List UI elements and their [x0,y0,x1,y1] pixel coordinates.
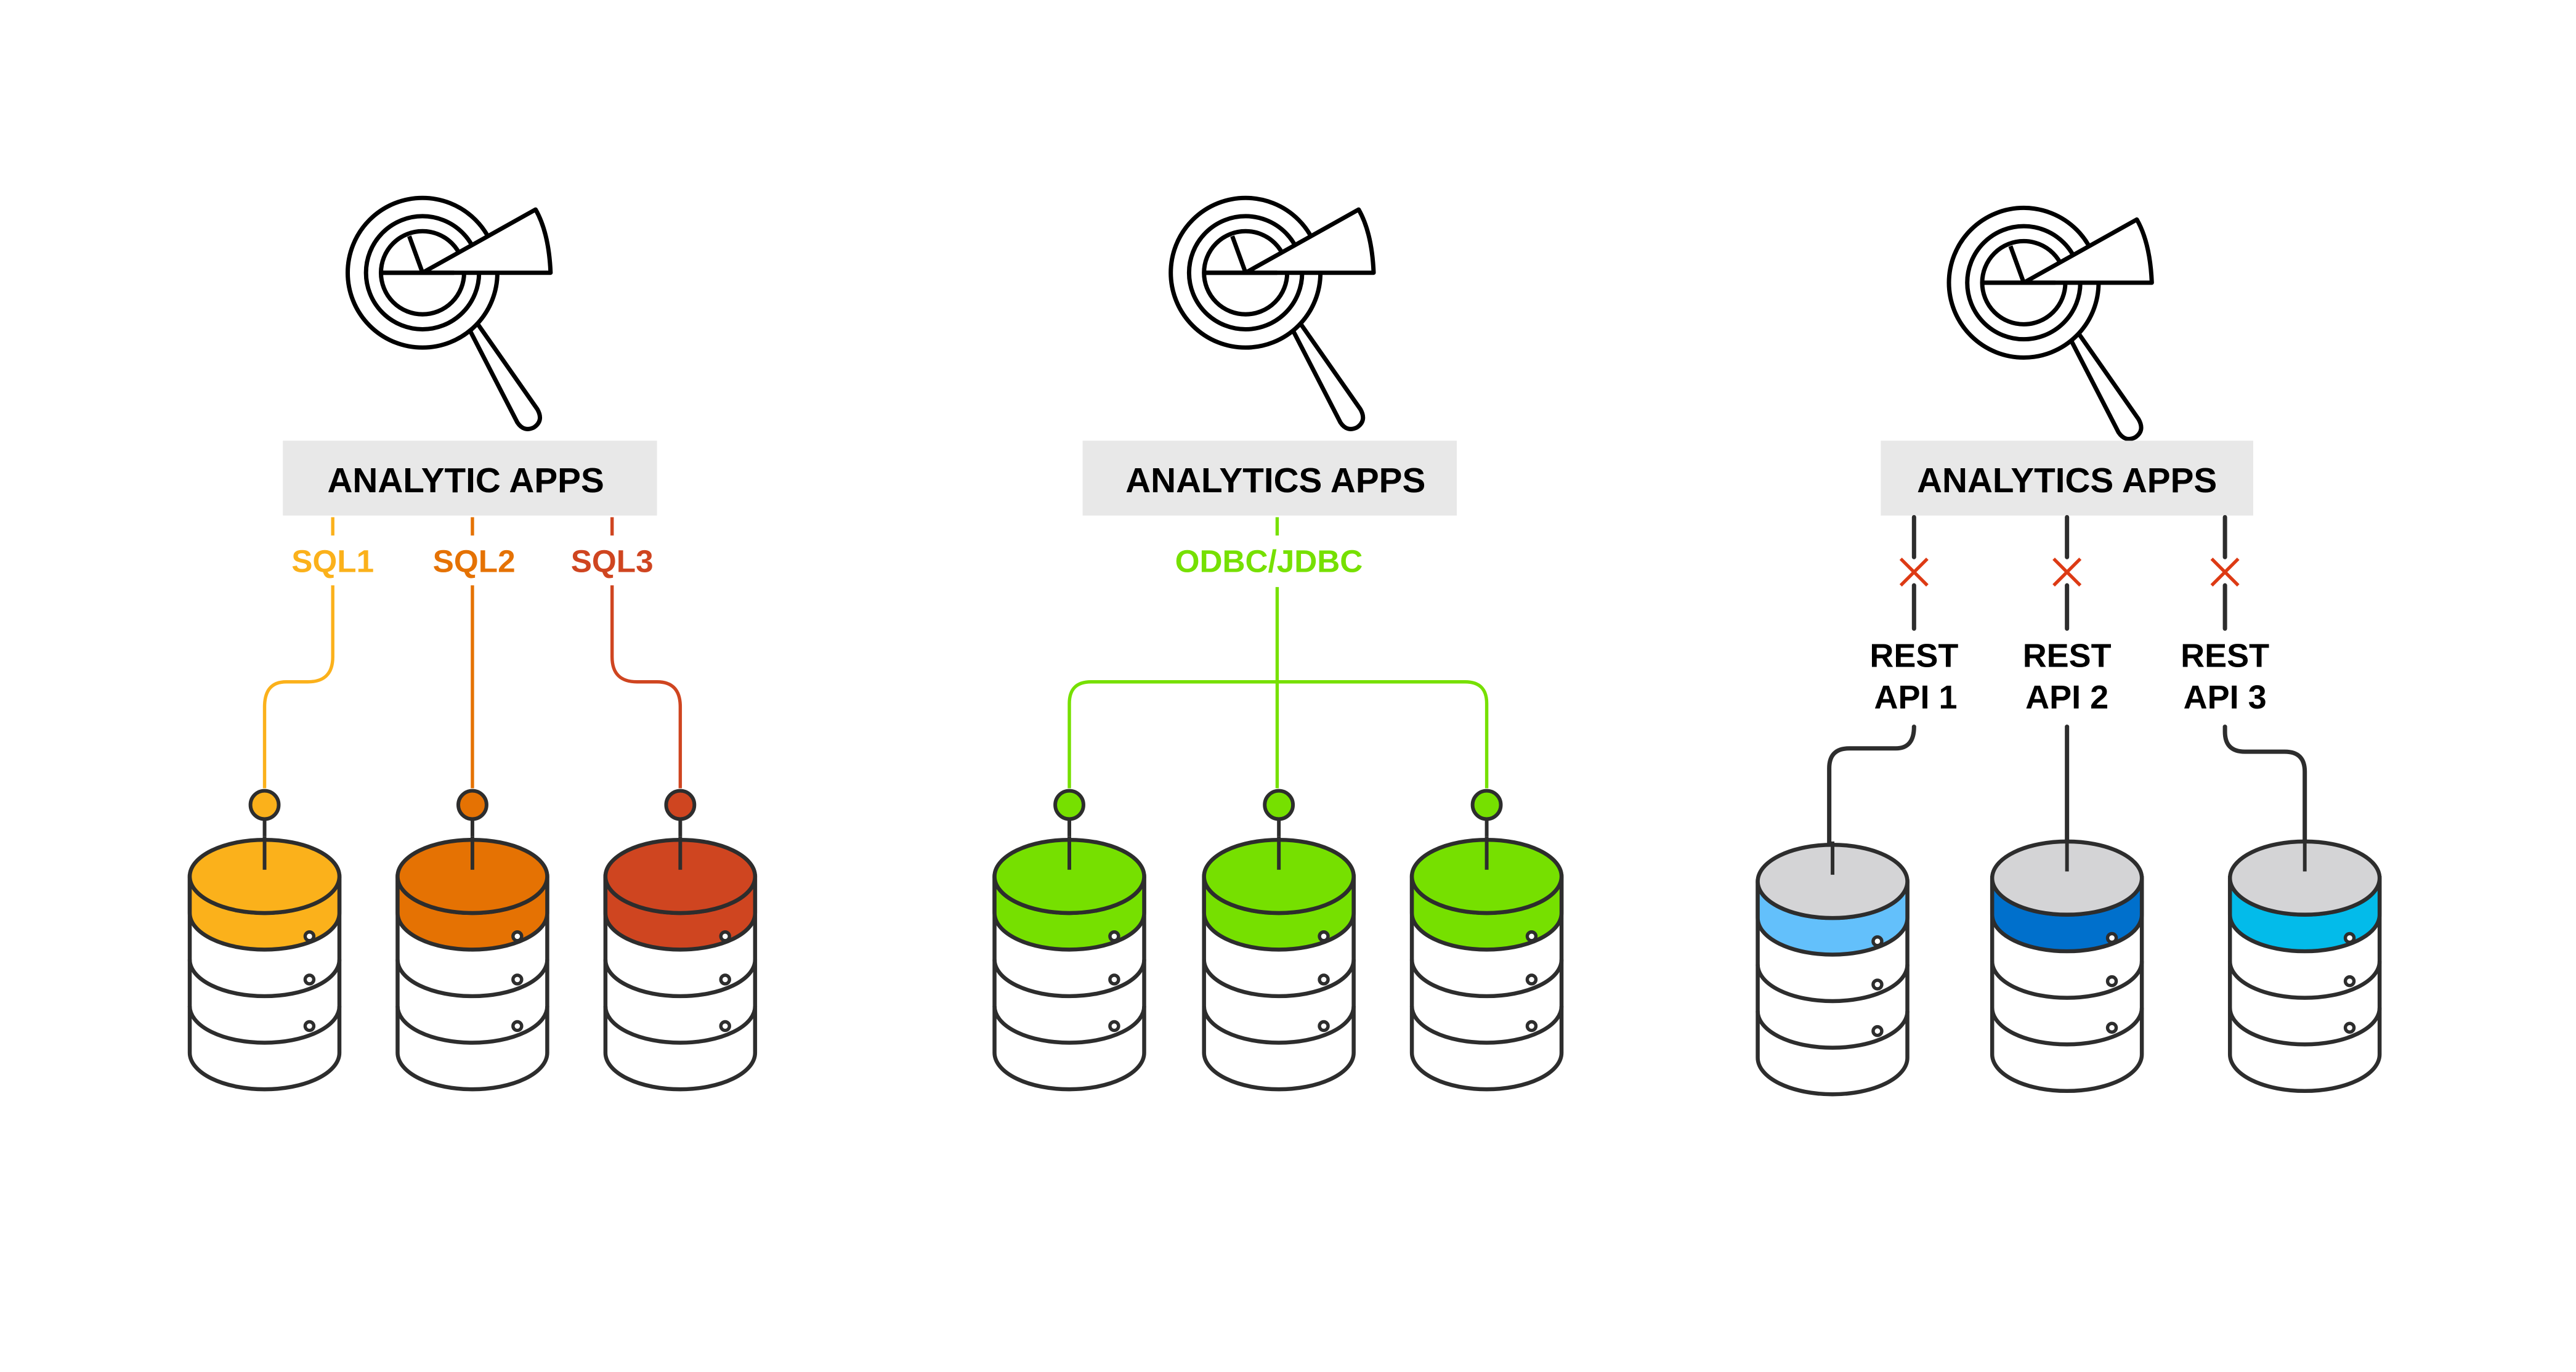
database-indicator-icon [1871,978,1884,991]
analytics-apps-box[interactable] [1082,440,1457,516]
rest-api-3-label-line2: API 3 [2184,679,2267,716]
database-indicator-icon [2105,932,2118,944]
database-indicator-icon [1108,930,1120,943]
database-segment-line [2227,961,2382,1000]
sql1-connector-line [262,517,334,789]
analytics-apps-label: ANALYTICS APPS [1125,461,1425,500]
database-segment-line [603,959,758,999]
database-indicator-icon [303,973,316,986]
analytic-apps-label: ANALYTIC APPS [328,461,604,500]
connector-pin-icon [1053,789,1085,821]
database-indicator-icon [719,973,731,986]
blocked-x-icon [2210,558,2240,587]
database-sql2[interactable] [395,789,549,1092]
database-indicator-icon [2105,975,2118,988]
database-segment-line [1756,1011,1910,1050]
rest-api-2-label-line1: REST [2023,637,2112,674]
database-indicator-icon [511,973,524,986]
database-indicator-icon [1108,973,1120,986]
panel-odbc-jdbc: ANALYTICS APPS ODBC/JDBC [992,198,1564,1092]
database-indicator-icon [1108,1020,1120,1033]
database-indicator-icon [1318,930,1330,943]
database-odbc-3[interactable] [1409,789,1564,1092]
database-segment-line [1409,1006,1564,1045]
sql3-label: SQL3 [571,544,654,579]
analytics-apps-box[interactable] [1881,440,2253,516]
database-indicator-icon [511,930,524,943]
database-indicator-icon [2343,975,2356,988]
connector-pin-icon [1263,789,1295,821]
database-segment-line [1202,1006,1356,1045]
odbc-jdbc-connector-line [1067,517,1489,789]
connector-pin-icon [248,789,281,821]
database-rest-1[interactable] [1756,841,1910,1097]
analytics-magnifier-icon [347,198,550,429]
database-indicator-icon [303,1020,316,1033]
connector-pin-icon [456,789,488,821]
odbc-jdbc-label: ODBC/JDBC [1175,544,1363,579]
database-indicator-icon [719,1020,731,1033]
database-indicator-icon [1871,1025,1884,1037]
database-segment-line [603,1006,758,1045]
database-indicator-icon [511,1020,524,1033]
database-rest-2[interactable] [1990,838,2144,1094]
database-segment-line [395,1006,549,1045]
sql3-connector-line [610,517,682,789]
database-rest-3[interactable] [2227,838,2382,1094]
sql2-label: SQL2 [433,544,516,579]
panel-rest-api: ANALYTICS APPS REST API 1 REST API 2 RES… [1756,208,2382,1097]
database-segment-line [395,959,549,999]
database-segment-line [187,959,342,999]
database-indicator-icon [2105,1021,2118,1034]
rest-api-1-label-line2: API 1 [1874,679,1958,716]
database-indicator-icon [303,930,316,943]
database-segment-line [187,1006,342,1045]
database-segment-line [1990,961,2144,1000]
database-indicator-icon [1318,973,1330,986]
database-segment-line [1756,964,1910,1004]
rest-api-2-label-line2: API 2 [2025,679,2108,716]
database-sql3[interactable] [603,789,758,1092]
rest-api-1-lower-line [1827,725,1916,875]
blocked-x-icon [2052,558,2082,587]
rest-api-3-label-line1: REST [2181,637,2269,674]
database-indicator-icon [719,930,731,943]
database-segment-line [992,959,1146,999]
rest-api-1-label-line1: REST [1869,637,1958,674]
database-segment-line [1202,959,1356,999]
connector-pin-icon [1470,789,1503,821]
database-segment-line [992,1006,1146,1045]
database-indicator-icon [1871,935,1884,948]
database-indicator-icon [2343,1021,2356,1034]
database-segment-line [2227,1007,2382,1047]
blocked-x-icon [1899,558,1929,587]
database-sql1[interactable] [187,789,342,1092]
sql1-label: SQL1 [291,544,374,579]
analytics-magnifier-icon [1171,198,1374,429]
database-indicator-icon [2343,932,2356,944]
analytics-apps-label: ANALYTICS APPS [1917,461,2217,500]
database-odbc-1[interactable] [992,789,1146,1092]
database-segment-line [1409,959,1564,999]
database-odbc-2[interactable] [1202,789,1356,1092]
analytic-apps-box[interactable] [283,440,657,516]
database-indicator-icon [1318,1020,1330,1033]
database-indicator-icon [1525,1020,1538,1033]
database-indicator-icon [1525,930,1538,943]
database-segment-line [1990,1007,2144,1047]
connector-pin-icon [664,789,697,821]
panel-sql: ANALYTIC APPS SQL1 SQL2 SQL3 [187,198,758,1092]
database-indicator-icon [1525,973,1538,986]
analytics-magnifier-icon [1949,208,2152,439]
rest-api-3-lower-line [2222,725,2307,875]
